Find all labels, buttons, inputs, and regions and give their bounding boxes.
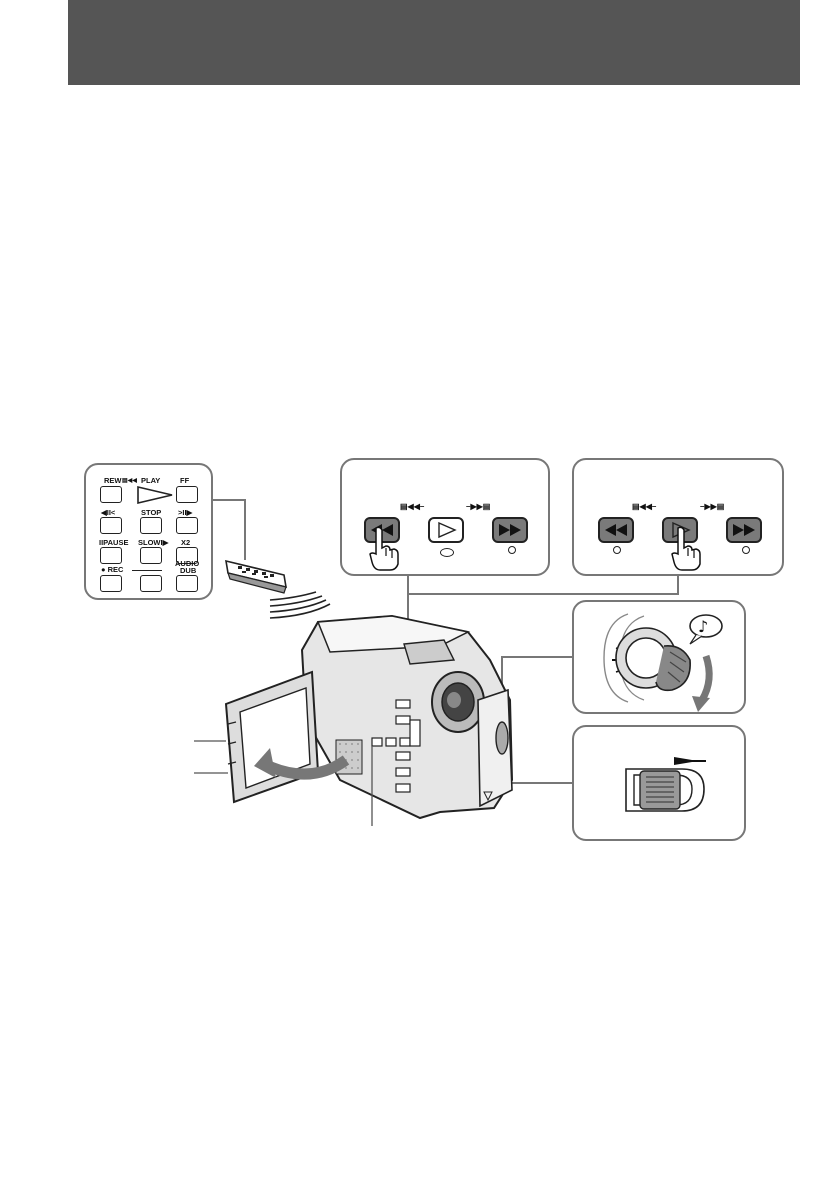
rew-icon: ▤◀◀ [122,478,137,484]
power-switch-panel: ♪ [572,600,746,714]
ff-lamp [742,546,750,554]
rec-label: ● REC [101,565,124,574]
rewind-lamp [613,546,621,554]
ff-button[interactable] [176,486,198,503]
slide-switch-icon [625,757,706,812]
audio-dub-button[interactable] [176,575,198,592]
stop-button[interactable] [140,517,162,534]
rew-button[interactable] [100,486,122,503]
play-icon[interactable] [136,485,174,505]
remote-control-icon [225,559,287,594]
header-bar [68,0,800,85]
transport-panel-rewind: ▤◀◀– –▶▶▤ [340,458,550,576]
pause-button[interactable] [100,547,122,564]
audio-dub-label-1: AUDIO [175,559,200,568]
rec-partner-button[interactable] [140,575,162,592]
x2-button[interactable] [176,547,198,564]
rewind-icon [605,524,627,536]
slide-switch-panel [572,725,746,841]
ff-lamp [508,546,516,554]
frame-back-button[interactable] [100,517,122,534]
fast-forward-icon [733,524,755,536]
fast-forward-icon [499,524,521,536]
play-lamp [440,548,454,557]
rew-label: REW [104,476,122,485]
fast-forward-button[interactable] [492,517,528,543]
play-icon [438,521,457,539]
hand-pointer-icon [369,526,399,571]
audio-dub-label-2: DUB [180,566,197,575]
rec-link-line [132,570,162,571]
ff-indicator-icon: –▶▶▤ [700,502,725,511]
play-label: PLAY [141,476,161,485]
ff-label: FF [180,476,190,485]
pause-label: IIPAUSE [99,538,129,547]
x2-label: X2 [181,538,191,547]
frame-forward-icon: >II▶ [178,508,193,517]
slow-button[interactable] [140,547,162,564]
fast-forward-button[interactable] [726,517,762,543]
rewind-indicator-icon: ▤◀◀– [632,502,657,511]
ff-indicator-icon: –▶▶▤ [466,502,491,511]
rewind-indicator-icon: ▤◀◀– [400,502,425,511]
stop-label: STOP [141,508,162,517]
rec-button[interactable] [100,575,122,592]
power-switch-icon: ♪ [603,613,723,712]
transport-panel-play: ▤◀◀– –▶▶▤ [572,458,784,576]
frame-forward-button[interactable] [176,517,198,534]
remote-button-panel: REW ▤◀◀ PLAY FF ◀II< STOP >II▶ IIPAUSE S… [84,463,213,600]
svg-text:♪: ♪ [698,617,708,636]
rewind-button[interactable] [598,517,634,543]
frame-back-icon: ◀II< [101,508,116,517]
hand-pointer-icon [671,526,701,571]
slow-label-text: SLOW [138,538,161,547]
slow-label: SLOWI▶ [138,538,169,547]
rec-label-text: REC [107,565,124,574]
infrared-waves-icon [269,591,331,619]
pause-label-text: PAUSE [103,538,129,547]
